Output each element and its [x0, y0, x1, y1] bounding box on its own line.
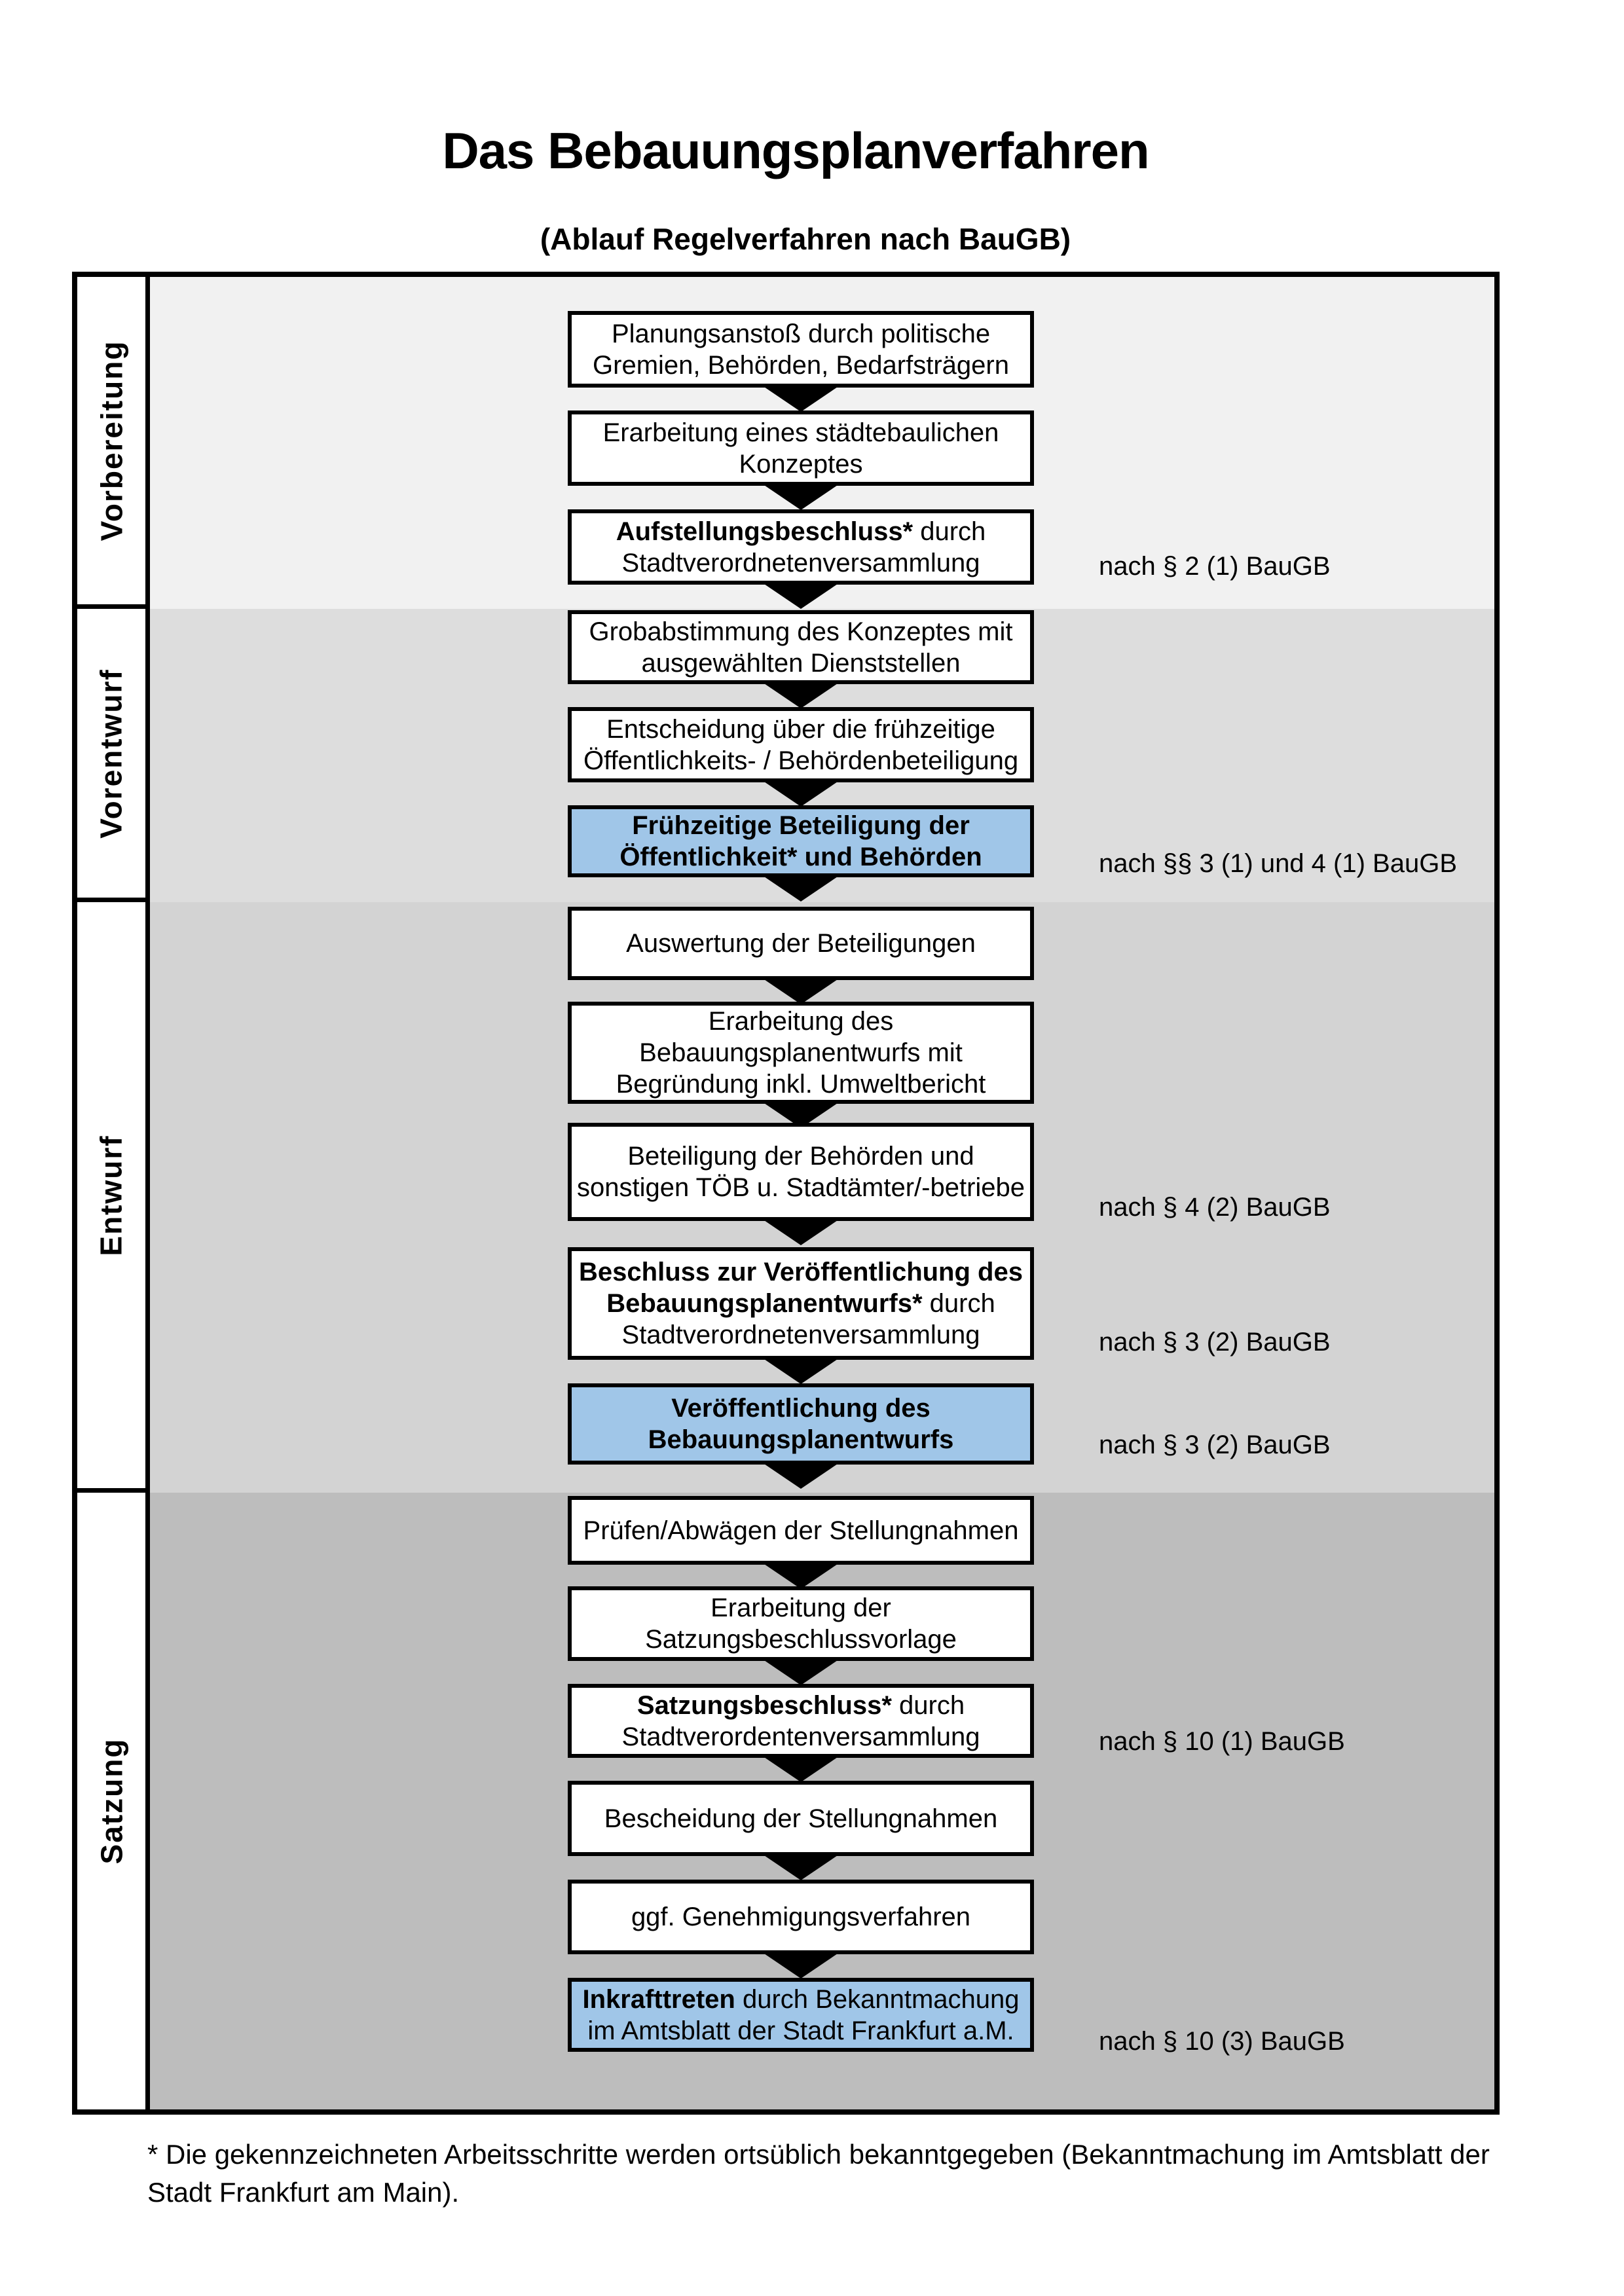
footnote: * Die gekennzeichneten Arbeitsschritte w… — [147, 2139, 1490, 2208]
flowchart: Behördenbeteiligungggf. parallel zurVerö… — [72, 272, 1500, 2115]
flow-arrow-down-icon — [760, 1461, 841, 1489]
phase-label-cell-satzung: Satzung — [77, 1493, 150, 2109]
flow-arrow-down-icon — [760, 581, 841, 609]
flow-arrow-down-icon — [760, 1658, 841, 1685]
phase-label-cell-vorentwurf: Vorentwurf — [77, 609, 150, 902]
step-box-auswertung-beteiligungen: Auswertung der Beteiligungen — [568, 907, 1034, 980]
flow-arrow-down-icon — [760, 1561, 841, 1589]
flow-arrow-down-icon — [760, 1755, 841, 1782]
legal-ref-veroeffentlichung-entwurf: nach § 3 (2) BauGB — [1099, 1430, 1331, 1459]
legal-ref-aufstellungsbeschluss: nach § 2 (1) BauGB — [1099, 552, 1331, 581]
phase-label-vorentwurf: Vorentwurf — [94, 668, 128, 839]
flow-arrow-down-icon — [760, 384, 841, 412]
flow-arrow-down-icon — [760, 977, 841, 1004]
phase-label-entwurf: Entwurf — [94, 1134, 129, 1256]
page-title: Das Bebauungsplanverfahren — [442, 122, 1149, 179]
flow-arrow-down-icon — [760, 874, 841, 902]
flow-arrow-down-icon — [760, 483, 841, 510]
step-box-genehmigungsverfahren: ggf. Genehmigungsverfahren — [568, 1880, 1034, 1954]
legal-ref-inkrafttreten: nach § 10 (3) BauGB — [1099, 2027, 1345, 2056]
phase-label-satzung: Satzung — [94, 1738, 129, 1865]
legal-ref-beschluss-veroeffentlichung: nach § 3 (2) BauGB — [1099, 1328, 1331, 1357]
flow-arrow-down-icon — [760, 779, 841, 807]
flow-arrow-down-icon — [760, 1218, 841, 1245]
page-subtitle: (Ablauf Regelverfahren nach BauGB) — [540, 222, 1071, 256]
phase-label-cell-vorbereitung: Vorbereitung — [77, 277, 150, 609]
step-box-bescheidung-stellungnahmen: Bescheidung der Stellungnahmen — [568, 1781, 1034, 1856]
legal-ref-beteiligung-behoerden-toeb: nach § 4 (2) BauGB — [1099, 1193, 1331, 1222]
flow-arrow-down-icon — [760, 681, 841, 708]
flow-arrow-down-icon — [760, 1951, 841, 1978]
flow-arrow-down-icon — [760, 1853, 841, 1880]
legal-ref-fruehzeitige-beteiligung: nach §§ 3 (1) und 4 (1) BauGB — [1099, 849, 1457, 878]
phase-label-cell-entwurf: Entwurf — [77, 902, 150, 1493]
legal-ref-satzungsbeschluss: nach § 10 (1) BauGB — [1099, 1727, 1345, 1756]
flow-arrow-down-icon — [760, 1357, 841, 1384]
step-box-pruefen-abwaegen: Prüfen/Abwägen der Stellungnahmen — [568, 1496, 1034, 1565]
phase-label-vorbereitung: Vorbereitung — [94, 340, 129, 541]
